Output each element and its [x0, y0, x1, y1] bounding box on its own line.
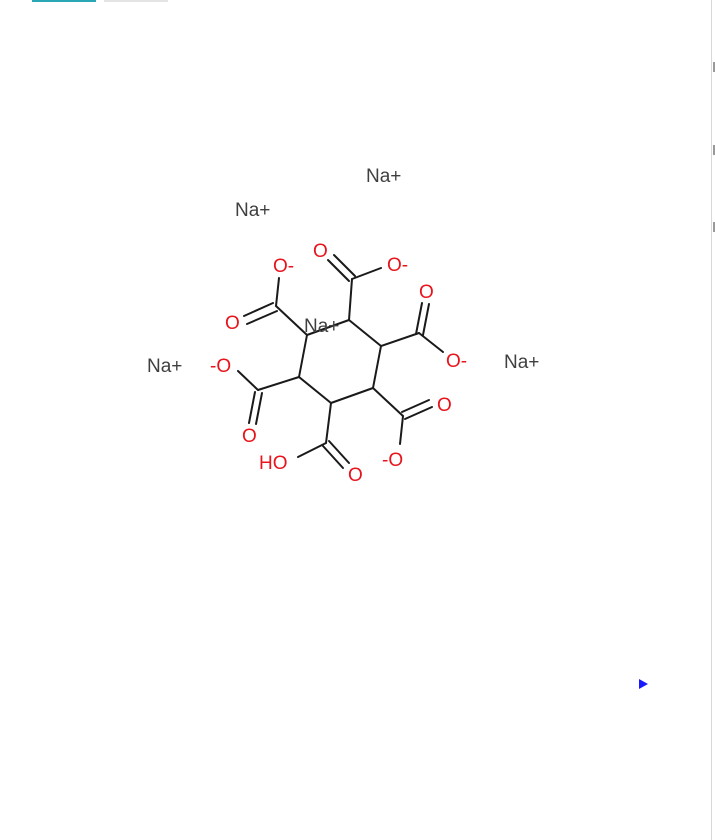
oxygen-label: O — [419, 282, 434, 303]
bond — [297, 442, 327, 458]
bond — [237, 370, 259, 391]
double-bond — [415, 302, 423, 335]
hydroxyl-label: HO — [259, 453, 288, 474]
scrollbar-mark[interactable] — [713, 62, 715, 72]
sodium-ion-label: Na+ — [235, 200, 270, 221]
oxygen-label: O- — [273, 256, 294, 277]
sodium-ion-label: Na+ — [504, 352, 539, 373]
scrollbar-mark[interactable] — [713, 222, 715, 232]
oxygen-label: O — [437, 395, 452, 416]
oxygen-label: O — [348, 465, 363, 486]
oxygen-label: O — [242, 426, 257, 447]
oxygen-label: O- — [387, 255, 408, 276]
oxygen-label: O — [313, 241, 328, 262]
double-bond — [333, 254, 356, 277]
ring-bond — [330, 387, 374, 404]
bond — [380, 332, 420, 347]
double-bond — [255, 392, 263, 425]
bond — [325, 402, 332, 444]
double-bond — [401, 399, 430, 413]
ring-bond — [372, 345, 382, 389]
ring-bond — [298, 334, 308, 378]
bond — [257, 376, 300, 391]
play-triangle-icon[interactable] — [639, 679, 648, 689]
bond — [351, 267, 382, 280]
double-bond — [248, 391, 256, 424]
double-bond — [328, 440, 350, 464]
panel-divider — [711, 0, 712, 840]
top-tab[interactable] — [104, 0, 168, 2]
ring-bond — [306, 319, 350, 336]
bond — [275, 305, 308, 336]
scrollbar-mark[interactable] — [713, 145, 715, 155]
oxygen-label: O- — [446, 351, 467, 372]
top-tab-active[interactable] — [32, 0, 96, 2]
sodium-ion-label: Na+ — [304, 316, 339, 337]
bond — [418, 332, 444, 353]
bond — [348, 278, 353, 321]
sodium-ion-label: Na+ — [147, 356, 182, 377]
ring-bond — [348, 319, 382, 347]
oxygen-label: -O — [382, 450, 403, 471]
oxygen-label: O — [225, 313, 240, 334]
double-bond — [246, 310, 278, 325]
double-bond — [327, 259, 350, 282]
oxygen-label: -O — [210, 356, 231, 377]
ring-bond — [298, 376, 332, 404]
double-bond — [422, 303, 430, 336]
bond — [275, 277, 280, 307]
bond — [372, 387, 404, 417]
double-bond — [243, 302, 274, 317]
sodium-ion-label: Na+ — [366, 166, 401, 187]
double-bond — [404, 406, 433, 420]
bond — [399, 415, 404, 445]
double-bond — [322, 445, 344, 469]
